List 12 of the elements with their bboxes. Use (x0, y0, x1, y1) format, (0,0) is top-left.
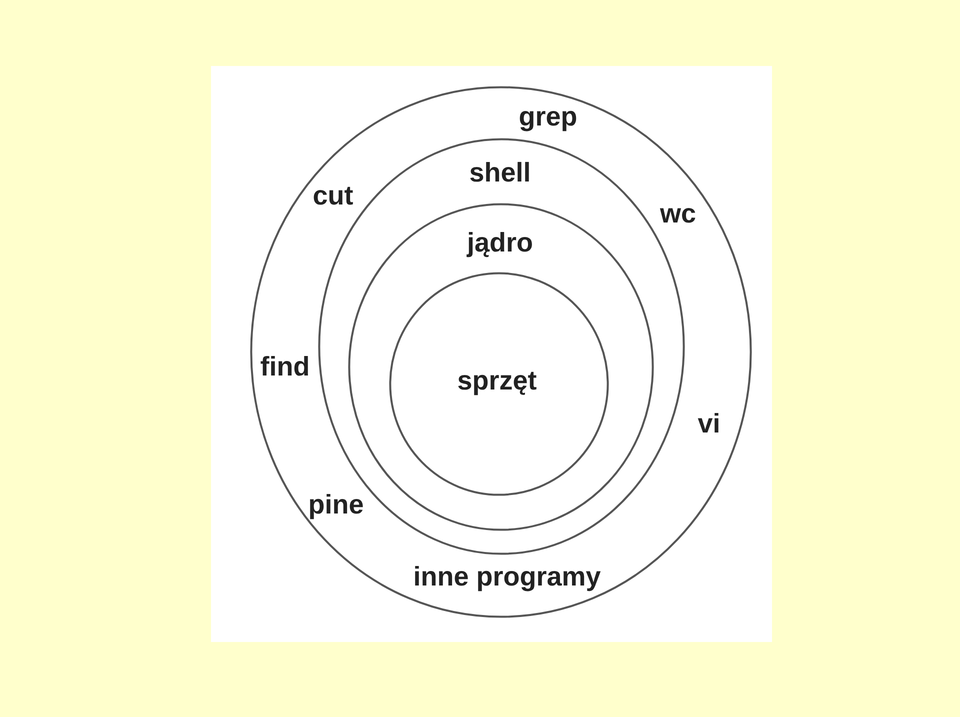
layer-label: jądro (467, 227, 533, 259)
program-label: find (260, 351, 310, 383)
program-label: cut (312, 180, 354, 212)
outer-ring-circle (250, 86, 752, 618)
program-label: grep (518, 101, 578, 133)
layer-label: shell (469, 157, 531, 189)
program-label: pine (308, 489, 364, 521)
hardware-core-circle (389, 272, 609, 496)
layer-label: inne programy (413, 561, 601, 593)
program-label: wc (660, 198, 696, 230)
layer-label: sprzęt (457, 365, 537, 397)
program-label: vi (698, 408, 720, 440)
